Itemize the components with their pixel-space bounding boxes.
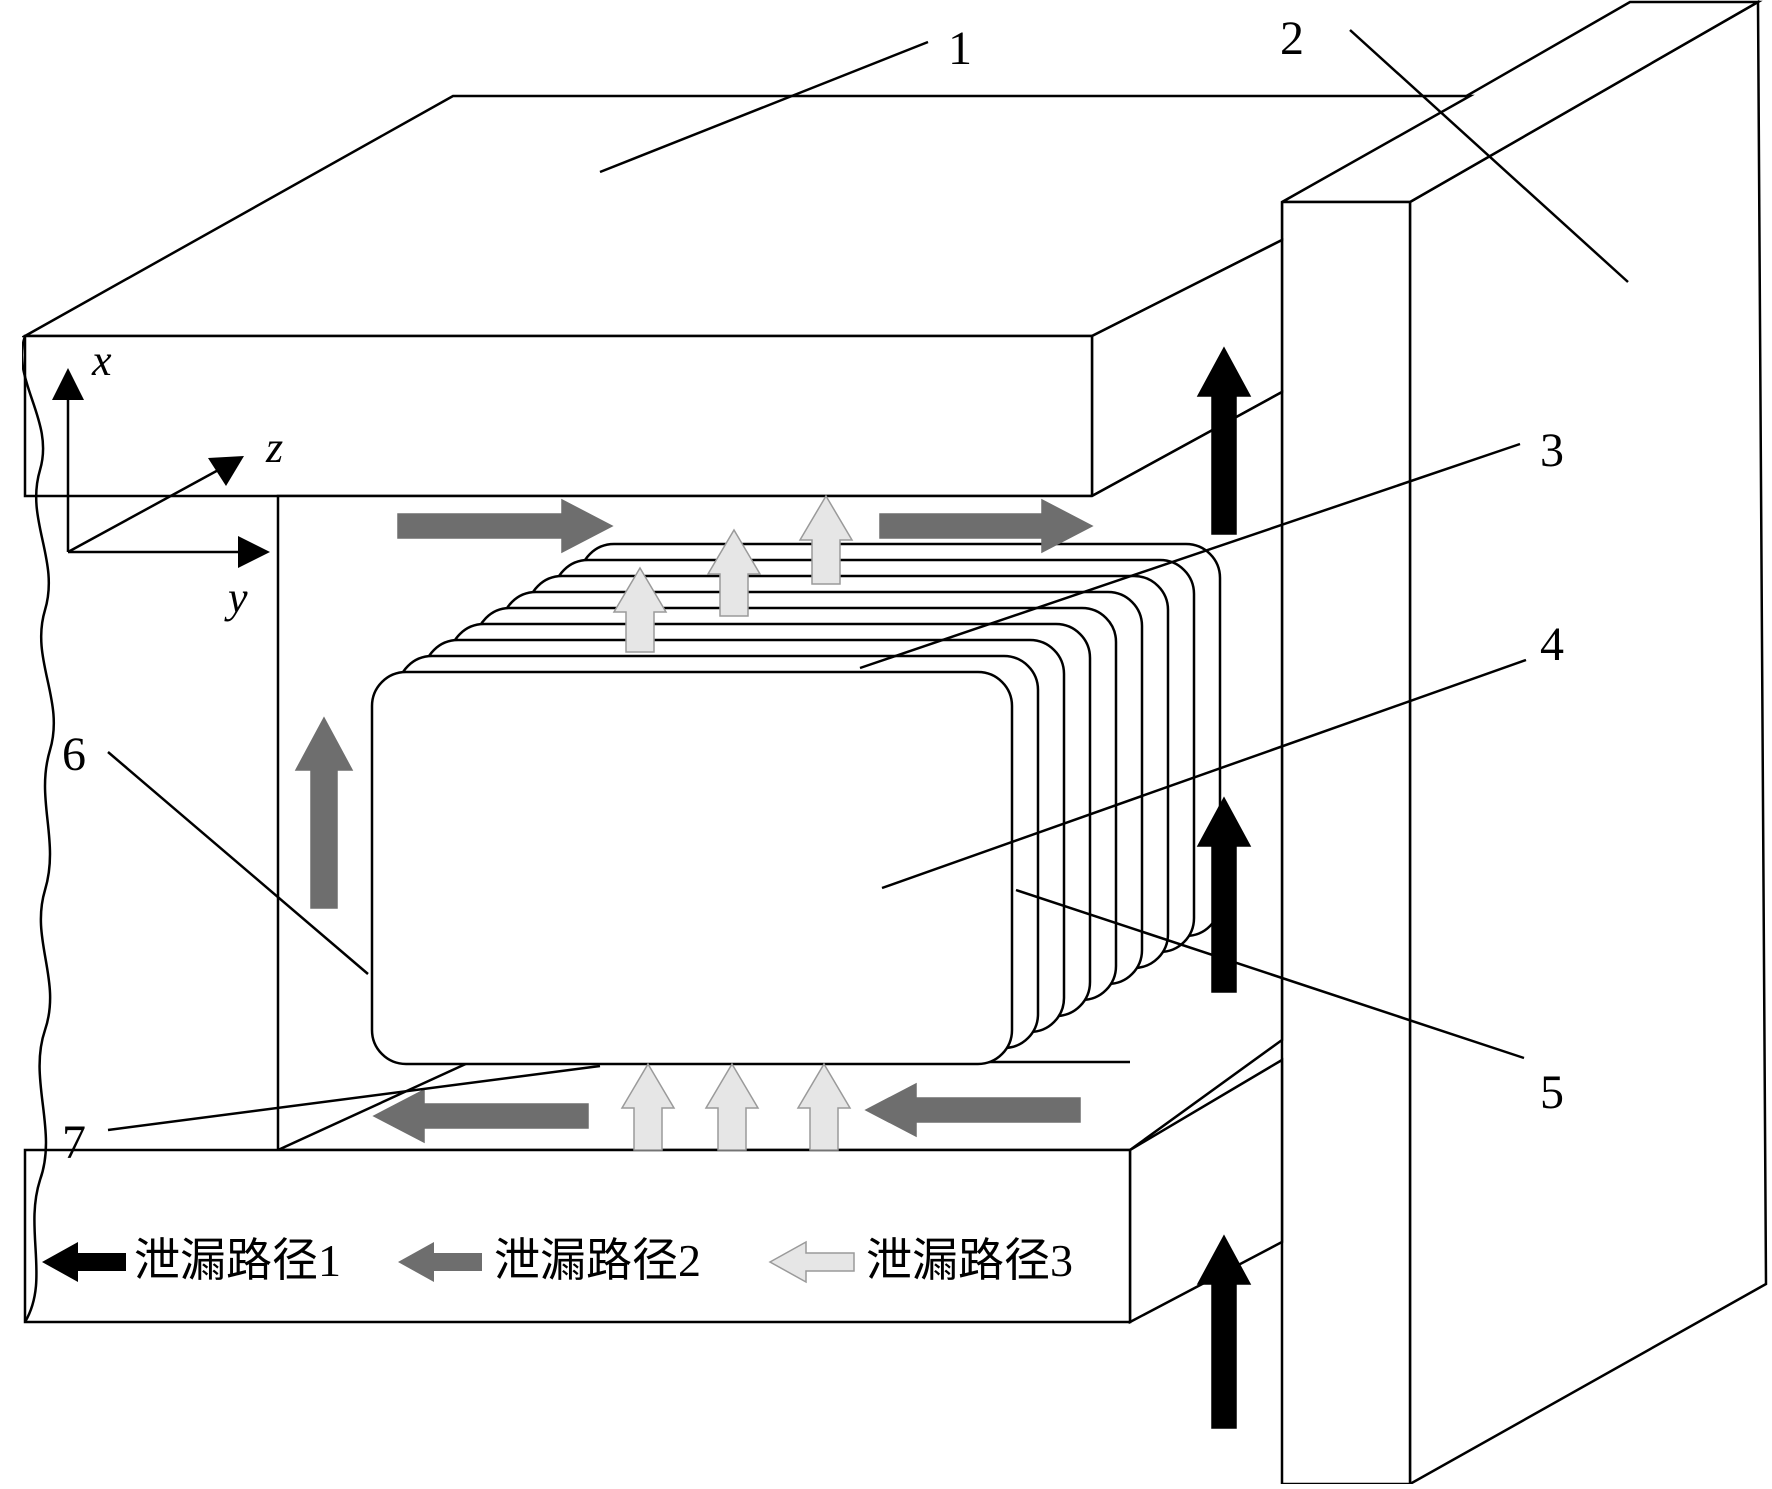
leader-lines bbox=[107, 29, 1629, 1132]
legend-arrow-2 bbox=[398, 1242, 482, 1282]
leader-5 bbox=[1015, 888, 1525, 1060]
legend-arrow-1 bbox=[42, 1242, 126, 1282]
path1-arrow-mid bbox=[1196, 796, 1252, 993]
cut-mask bbox=[0, 300, 22, 1360]
label-1: 1 bbox=[948, 22, 972, 75]
label-7: 7 bbox=[62, 1116, 86, 1169]
upper-slab bbox=[20, 94, 1475, 499]
legend-item-2: 泄漏路径2 bbox=[398, 1235, 701, 1286]
label-5: 5 bbox=[1540, 1066, 1564, 1119]
path1-arrow-top bbox=[1196, 346, 1252, 535]
path2-arrow-bottom-left bbox=[372, 1088, 589, 1144]
path2-arrow-left bbox=[294, 716, 354, 909]
z-axis-line bbox=[67, 466, 223, 554]
path3-arrow-bottom-2 bbox=[704, 1062, 760, 1151]
label-2: 2 bbox=[1280, 12, 1304, 65]
path3-arrow-top-2 bbox=[706, 528, 762, 617]
lower-slab-front bbox=[23, 1148, 1132, 1324]
cavity-edge-line bbox=[277, 1060, 471, 1152]
coordinate-axes: x y z bbox=[52, 336, 283, 622]
legend-label-2: 泄漏路径2 bbox=[494, 1235, 701, 1286]
label-6: 6 bbox=[62, 728, 86, 781]
label-4: 4 bbox=[1540, 618, 1564, 671]
z-axis-arrowhead bbox=[208, 456, 244, 486]
leader-3 bbox=[859, 442, 1521, 670]
front-plate bbox=[370, 670, 1014, 1066]
wall-front bbox=[1280, 200, 1412, 1486]
leak-arrows bbox=[294, 346, 1252, 1429]
part-labels: 1 2 3 4 5 6 7 bbox=[62, 12, 1564, 1169]
path3-arrow-top-1 bbox=[612, 566, 668, 653]
x-axis-arrowhead bbox=[52, 368, 84, 400]
legend-label-3: 泄漏路径3 bbox=[866, 1235, 1073, 1286]
path3-arrow-top-3 bbox=[798, 494, 854, 585]
wall-face-back bbox=[1408, 0, 1768, 1487]
legend-label-1: 泄漏路径1 bbox=[134, 1235, 341, 1286]
path3-arrow-bottom-3 bbox=[796, 1062, 852, 1151]
path3-arrow-bottom-1 bbox=[620, 1062, 676, 1151]
path2-arrow-top-left bbox=[397, 498, 614, 554]
leader-4 bbox=[881, 658, 1527, 890]
legend-arrow-3 bbox=[768, 1240, 855, 1284]
leader-6 bbox=[107, 751, 369, 975]
upper-slab-front bbox=[23, 334, 1094, 498]
path1-arrow-bottom bbox=[1196, 1234, 1252, 1429]
leader-7 bbox=[107, 1064, 601, 1132]
z-axis-label: z bbox=[265, 423, 283, 472]
leader-1 bbox=[599, 40, 929, 174]
label-3: 3 bbox=[1540, 424, 1564, 477]
x-axis-label: x bbox=[91, 336, 112, 385]
wall-panel bbox=[1277, 0, 1768, 1487]
legend-item-1: 泄漏路径1 bbox=[42, 1235, 341, 1286]
path2-arrow-top-right bbox=[879, 498, 1094, 554]
y-axis-label: y bbox=[224, 573, 248, 622]
legend: 泄漏路径1 泄漏路径2 泄漏路径3 bbox=[42, 1235, 1073, 1286]
y-axis-arrowhead bbox=[238, 536, 270, 568]
legend-item-3: 泄漏路径3 bbox=[768, 1235, 1073, 1286]
plate-stack bbox=[370, 542, 1222, 1066]
leader-2 bbox=[1349, 29, 1629, 283]
path2-arrow-bottom-right bbox=[864, 1082, 1081, 1138]
lower-slab bbox=[23, 1057, 1284, 1325]
cut-edge bbox=[20, 335, 55, 1323]
